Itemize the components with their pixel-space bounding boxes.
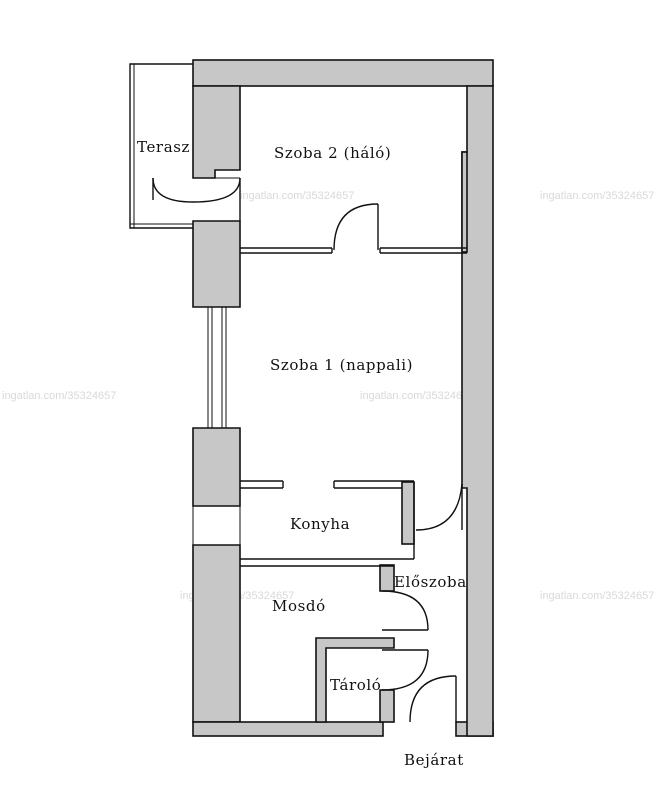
label-kitchen: Konyha [290, 515, 350, 533]
label-bedroom: Szoba 2 (háló) [274, 144, 391, 162]
terrace-outline [129, 63, 193, 229]
room-labels: Terasz Szoba 2 (háló) Szoba 1 (nappali) … [137, 138, 467, 769]
doors [152, 177, 463, 723]
label-living-room: Szoba 1 (nappali) [270, 356, 413, 374]
label-entrance: Bejárat [404, 751, 464, 769]
walls [192, 59, 494, 737]
interior-walls [240, 247, 467, 567]
label-hall: Előszoba [394, 573, 467, 591]
label-storage: Tároló [330, 676, 381, 694]
watermark-4: ingatlan.com/35324657 [360, 390, 474, 402]
windows [192, 307, 241, 546]
watermarks: ingatlan.com/35324657 ingatlan.com/35324… [2, 190, 654, 602]
watermark-3: ingatlan.com/35324657 [2, 390, 116, 402]
label-terrace: Terasz [137, 138, 190, 156]
watermark-6: ingatlan.com/35324657 [540, 590, 654, 602]
watermark-1: ingatlan.com/35324657 [240, 190, 354, 202]
watermark-2: ingatlan.com/35324657 [540, 190, 654, 202]
label-bathroom: Mosdó [272, 597, 326, 615]
